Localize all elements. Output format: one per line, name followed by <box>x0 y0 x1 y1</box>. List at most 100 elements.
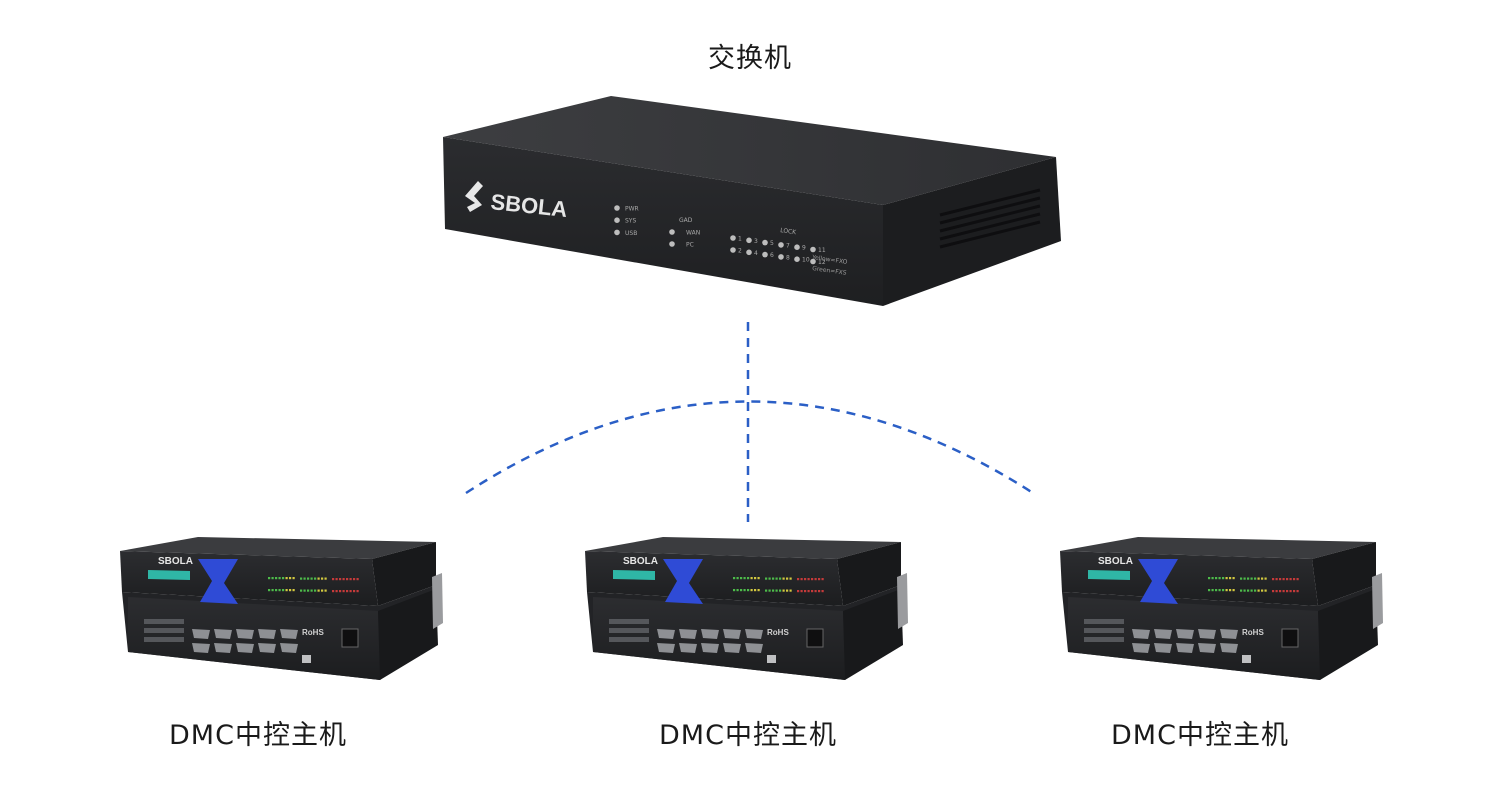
dmc-meter-led <box>303 577 306 580</box>
dmc-serial-port <box>745 629 763 639</box>
dmc-rack-ear <box>897 573 908 629</box>
network-links <box>465 322 1034 522</box>
switch-port-label: 1 <box>738 236 742 243</box>
dmc-meter-led <box>818 578 821 581</box>
dmc-meter-led <box>314 589 317 592</box>
dmc-meter-led <box>292 577 295 580</box>
dmc-meter-led <box>779 589 782 592</box>
dmc-meter-led <box>300 577 303 580</box>
switch-port-label: 5 <box>770 240 774 247</box>
dmc-meter-led <box>342 578 345 581</box>
switch-led-usb <box>614 229 620 236</box>
dmc-host-label-1: DMC中控主机 <box>169 720 347 751</box>
dmc-meter-led <box>332 590 335 593</box>
dmc-meter-led <box>775 577 778 580</box>
dmc-meter-led <box>307 577 310 580</box>
dmc-rj45-port <box>302 655 311 663</box>
dmc-rack-ear <box>432 573 443 629</box>
dmc-serial-port <box>657 643 675 653</box>
switch-port-label: 4 <box>754 250 758 257</box>
dmc-upper-top <box>1060 537 1376 559</box>
switch-port-led <box>762 239 768 246</box>
dmc-meter-led <box>782 589 785 592</box>
dmc-serial-port <box>192 643 210 653</box>
dmc-meter-led <box>1208 589 1211 592</box>
dmc-meter-led <box>1232 577 1235 580</box>
switch-port-led <box>746 237 752 244</box>
switch-led-group-label: GAD <box>679 217 693 224</box>
dmc-meter-led <box>1211 589 1214 592</box>
switch-port-led <box>746 249 752 256</box>
dmc-meter-led <box>747 589 750 592</box>
dmc-serial-port <box>214 643 232 653</box>
dmc-meter-led <box>800 578 803 581</box>
switch-top-face <box>443 96 1056 205</box>
switch-front-face <box>443 137 883 306</box>
switch-logo-mark-icon <box>465 181 483 212</box>
switch-port-label: 12 <box>818 259 826 266</box>
switch-led-pc <box>669 241 675 247</box>
dmc-serial-port <box>258 629 276 639</box>
dmc-serial-port <box>657 629 675 639</box>
dmc-upper-top <box>585 537 901 559</box>
dmc-serial-port <box>679 643 697 653</box>
switch-led-label: PC <box>686 242 694 249</box>
dmc-meter-led <box>804 578 807 581</box>
dmc-terminal-block <box>1084 619 1124 624</box>
dmc-meter-led <box>797 578 800 581</box>
dmc-accent-shape <box>663 559 703 604</box>
dmc-serial-port <box>723 643 741 653</box>
dmc-meter-led <box>765 589 768 592</box>
dmc-meter-led <box>768 577 771 580</box>
dmc-meter-led <box>1257 577 1260 580</box>
dmc-meter-led <box>300 589 303 592</box>
dmc-meter-led <box>1282 578 1285 581</box>
dmc-meter-led <box>1225 577 1228 580</box>
dmc-meter-led <box>321 589 324 592</box>
dmc-meter-led <box>1222 589 1225 592</box>
switch-led-label: PWR <box>625 206 639 213</box>
dmc-meter-led <box>278 589 281 592</box>
dmc-meter-led <box>310 577 313 580</box>
switch-port-label: 6 <box>770 252 774 259</box>
dmc-meter-led <box>1261 577 1264 580</box>
dmc-meter-led <box>356 590 359 593</box>
dmc-meter-led <box>811 578 814 581</box>
dmc-serial-port <box>280 643 298 653</box>
dmc-meter-led <box>733 577 736 580</box>
dmc-power-socket <box>806 628 824 648</box>
dmc-meter-led <box>339 578 342 581</box>
dmc-serial-port <box>679 629 697 639</box>
dmc-meter-led <box>1282 590 1285 593</box>
dmc-serial-port <box>192 629 210 639</box>
dmc-meter-led <box>1243 577 1246 580</box>
switch-port-led <box>778 242 784 248</box>
dmc-lower-side <box>378 589 438 680</box>
dmc-meter-led <box>754 577 757 580</box>
dmc-meter-led <box>740 589 743 592</box>
dmc-serial-port <box>258 643 276 653</box>
dmc-meter-led <box>1286 590 1289 593</box>
dmc-meter-led <box>772 577 775 580</box>
switch-led-pwr <box>614 205 620 211</box>
dmc-meter-led <box>332 578 335 581</box>
dmc-upper-front <box>1060 551 1318 606</box>
dmc-meter-led <box>1229 589 1232 592</box>
dmc-meter-led <box>353 578 356 581</box>
dmc-upper-side <box>1312 542 1376 606</box>
switch-legend-fxs: Green=FXS <box>812 265 847 277</box>
dmc-meter-led <box>1240 577 1243 580</box>
dmc-meter-led <box>789 589 792 592</box>
dmc-lower-front <box>128 597 380 680</box>
dmc-meter-led <box>1254 589 1257 592</box>
dmc-meter-led <box>1211 577 1214 580</box>
switch-port-led <box>730 247 736 253</box>
dmc-meter-led <box>775 589 778 592</box>
dmc-terminal-block <box>1084 628 1124 633</box>
dmc-serial-port <box>701 643 719 653</box>
dmc-meter-led <box>268 589 271 592</box>
